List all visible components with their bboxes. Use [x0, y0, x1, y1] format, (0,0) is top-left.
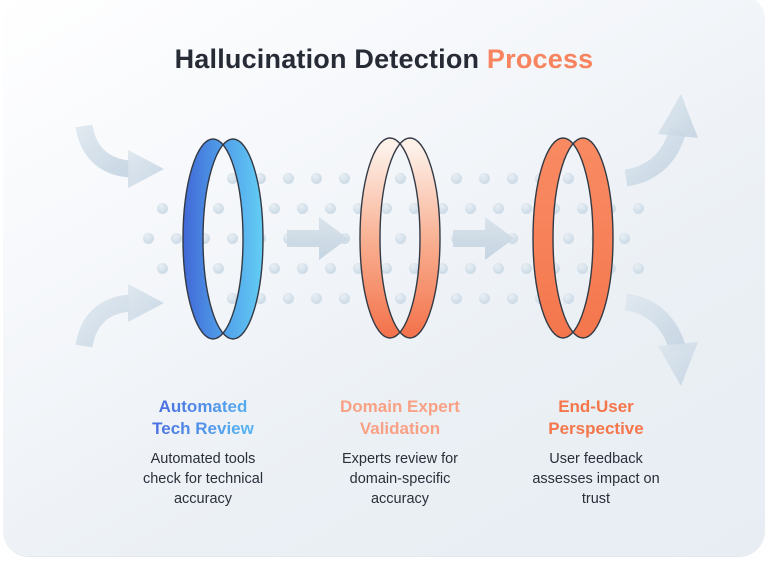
- background-card: [3, 0, 765, 556]
- dot: [506, 172, 518, 184]
- dot: [492, 262, 504, 274]
- stage-description: User feedback assesses impact on trust: [532, 451, 660, 507]
- outflow-top-right-arrow-icon: [624, 94, 698, 187]
- dot: [338, 292, 350, 304]
- dot: [268, 202, 280, 214]
- ring-automated-tech-review-icon: [182, 138, 264, 340]
- dot: [436, 262, 448, 274]
- dot: [380, 262, 392, 274]
- stage-heading: Domain Expert Validation: [340, 397, 460, 438]
- dot: [562, 232, 574, 244]
- stage-heading: Automated Tech Review: [152, 397, 254, 438]
- dot: [394, 232, 406, 244]
- dot: [632, 262, 644, 274]
- dot: [212, 262, 224, 274]
- dot: [450, 292, 462, 304]
- dot: [618, 232, 630, 244]
- dot: [170, 232, 182, 244]
- ring-end-user-perspective-icon: [532, 137, 614, 339]
- dot: [352, 202, 364, 214]
- dot: [464, 262, 476, 274]
- dot: [226, 172, 238, 184]
- flow-arrow-1-icon: [287, 217, 348, 260]
- dot: [296, 262, 308, 274]
- dot: [212, 202, 224, 214]
- title-main: Hallucination Detection: [174, 44, 480, 74]
- dot: [226, 292, 238, 304]
- dot: [338, 172, 350, 184]
- dot: [478, 172, 490, 184]
- stage-description: Automated tools check for technical accu…: [142, 451, 264, 507]
- dot: [156, 202, 168, 214]
- dot: [632, 202, 644, 214]
- dot: [310, 172, 322, 184]
- stage-end-user-perspective: End-User Perspective User feedback asses…: [498, 396, 694, 509]
- dot: [324, 202, 336, 214]
- dot: [254, 172, 266, 184]
- dot: [562, 292, 574, 304]
- inflow-bottom-left-arrow-icon: [75, 284, 164, 348]
- dot: [282, 292, 294, 304]
- dot: [198, 232, 210, 244]
- dot: [268, 262, 280, 274]
- inflow-top-left-arrow-icon: [75, 124, 164, 188]
- stage-domain-expert-validation: Domain Expert Validation Experts review …: [302, 396, 498, 509]
- flow-arrow-2-icon: [453, 217, 514, 260]
- stage-description: Experts review for domain-specific accur…: [341, 451, 459, 507]
- stage-heading: End-User Perspective: [548, 397, 644, 438]
- dot: [282, 172, 294, 184]
- dot: [436, 202, 448, 214]
- dot: [394, 292, 406, 304]
- dot: [450, 172, 462, 184]
- dot: [310, 292, 322, 304]
- dot: [464, 202, 476, 214]
- dot: [576, 262, 588, 274]
- dot: [408, 202, 420, 214]
- stage-automated-tech-review: Automated Tech Review Automated tools ch…: [105, 396, 301, 509]
- dot: [520, 262, 532, 274]
- dot: [352, 262, 364, 274]
- dot: [492, 202, 504, 214]
- dot: [478, 292, 490, 304]
- title-accent: Process: [486, 44, 594, 74]
- dot: [254, 292, 266, 304]
- ring-domain-expert-validation-icon: [359, 137, 441, 339]
- dot: [506, 292, 518, 304]
- dot: [226, 232, 238, 244]
- dot: [296, 202, 308, 214]
- dot: [576, 202, 588, 214]
- dot: [142, 232, 154, 244]
- dot: [394, 172, 406, 184]
- dot: [520, 202, 532, 214]
- dot: [380, 202, 392, 214]
- page-title: Hallucination Detection Process: [0, 44, 768, 75]
- outflow-bottom-right-arrow-icon: [624, 293, 698, 386]
- dot: [408, 262, 420, 274]
- dot: [562, 172, 574, 184]
- dot: [156, 262, 168, 274]
- dot: [324, 262, 336, 274]
